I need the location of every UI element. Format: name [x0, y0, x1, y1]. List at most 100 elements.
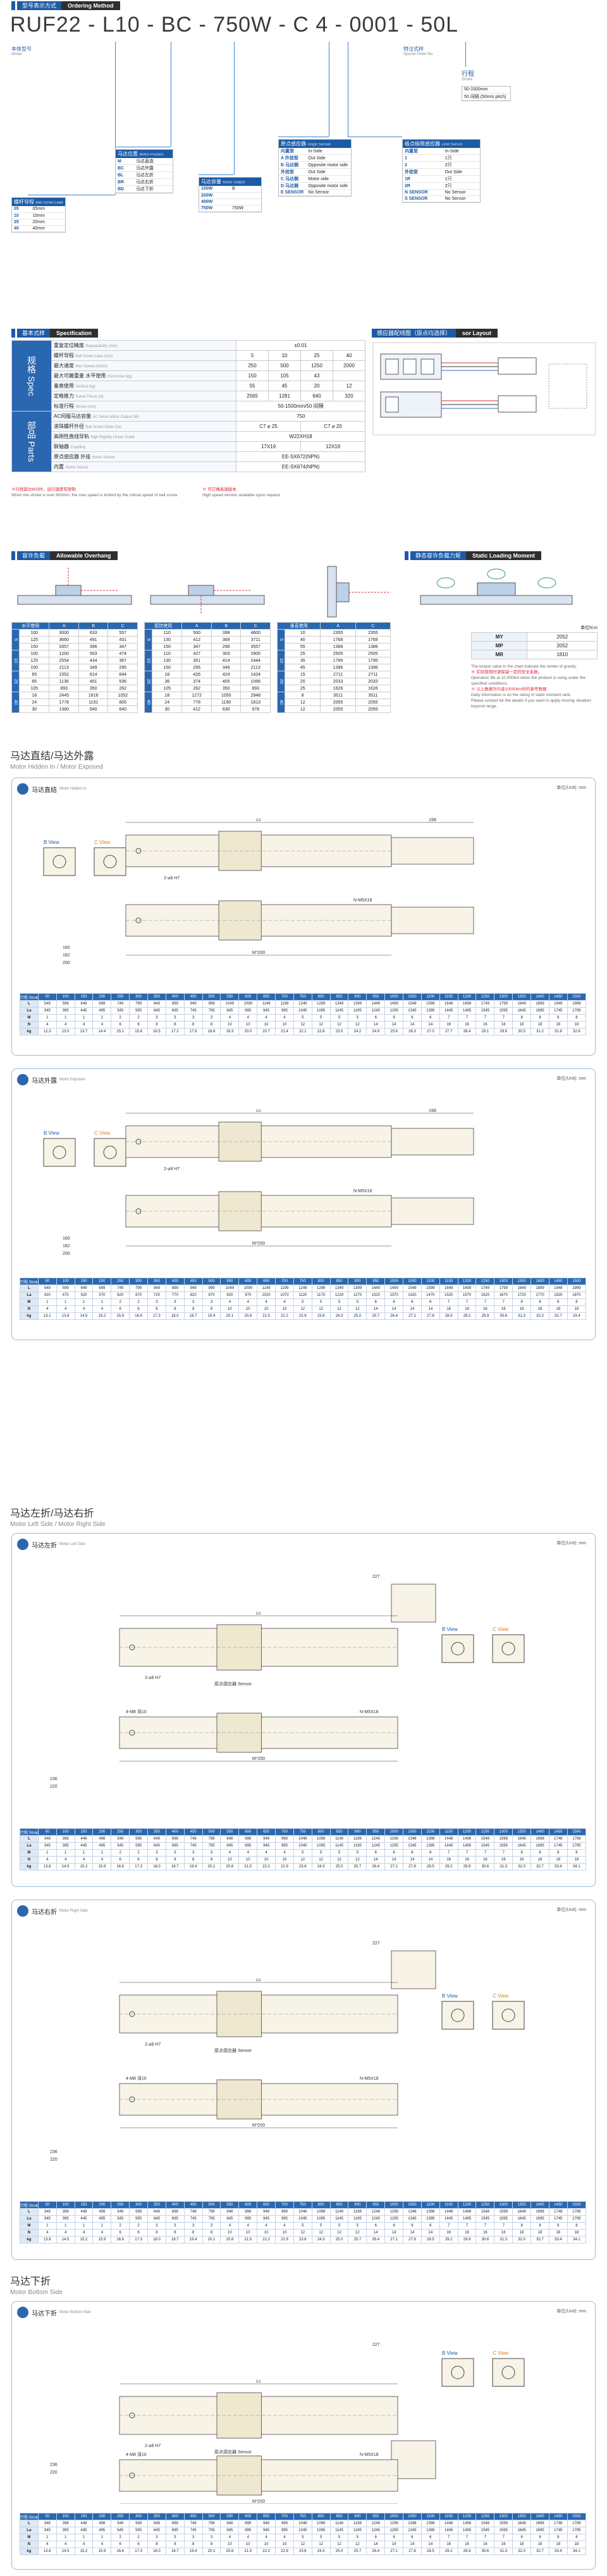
dim-cell: 30.6 [475, 2548, 495, 2555]
dim-header: 600 [238, 2201, 258, 2209]
dim-header: 1100 [420, 2513, 440, 2520]
option-desc: Opposite motor side [306, 161, 351, 169]
overhang-cell: 2505 [355, 650, 391, 657]
dim-cell: 14 [366, 1856, 386, 1864]
dim-cell: 10 [257, 1021, 276, 1029]
dim-cell: 27.1 [403, 1312, 422, 1320]
dim-cell: 10 [275, 2541, 294, 2548]
dim-cell: 920 [220, 1291, 240, 1299]
dim-cell: 22.9 [293, 1312, 312, 1320]
overhang-cell: 893 [240, 685, 271, 692]
dim-cell: 3 [165, 2534, 185, 2541]
dimension-label: Lc [256, 1978, 261, 1982]
dim-cell: 1320 [366, 1291, 386, 1299]
dim-cell: 34.1 [567, 1863, 587, 1871]
c-view-bore [501, 2008, 515, 2022]
dim-cell: 699 [92, 1285, 112, 1292]
dim-cell: 1 [92, 1298, 112, 1306]
dim-cell: 398 [56, 2520, 75, 2527]
dim-cell: 14 [366, 1305, 386, 1313]
dim-row-label: M [20, 2534, 39, 2541]
spec-label-cn: 定格推力 [54, 393, 74, 399]
dim-cell: 16 [475, 1856, 495, 1864]
section-title-en: Motor Bottom Side [10, 2289, 63, 2296]
dim-cell: 7 [457, 2222, 477, 2230]
dim-cell: 14 [384, 1021, 404, 1029]
dim-header: 900 [348, 993, 367, 1001]
lead-title: 螺杆导程 [14, 199, 34, 205]
dim-cell: 5 [329, 2222, 349, 2230]
stroke-box: 50-1500mm 50 间隔 (50mm pitch) [462, 86, 511, 101]
dim-cell: 1595 [494, 2527, 513, 2534]
overhang-cell: 3557 [240, 643, 271, 650]
dim-cell: 395 [56, 1842, 75, 1850]
option-desc: No Sensor [443, 189, 480, 196]
dim-cell: 1 [74, 1014, 94, 1022]
dim-cell: 30.6 [475, 1863, 495, 1871]
dim-cell: 1249 [293, 1000, 312, 1008]
screw-text: 4-M8 深10 [126, 1709, 147, 1714]
limit-sub: Limit Sensor [441, 143, 463, 147]
dim-header: 1050 [403, 1828, 422, 1836]
dim-cell: 14 [384, 1856, 404, 1864]
dim-cell: 548 [111, 2208, 130, 2216]
option-desc: 马达下折 [133, 185, 173, 193]
option-desc: 10mm [30, 212, 65, 219]
dim-cell: 8 [530, 1298, 549, 1306]
section-title-cn: 马达左折/马达右折 [10, 1508, 94, 1519]
dim-row-label: kg [20, 2236, 39, 2243]
dim-cell: 25.7 [366, 1312, 386, 1320]
c-view-bore [501, 1642, 515, 1656]
dim-header: 1200 [457, 993, 477, 1001]
spec-label-en: Ball Screw Outer Dia. [85, 425, 122, 429]
dim-cell: 16.6 [129, 1312, 149, 1320]
dim-cell: 8 [530, 1849, 549, 1857]
dim-cell: 23.5 [329, 1028, 349, 1035]
moment-key: MY [470, 632, 528, 642]
dim-cell: 8 [202, 1856, 221, 1864]
spec-label-cn: 内置 [54, 464, 64, 470]
dim-cell: 1545 [475, 1007, 495, 1015]
dim-cell: 1195 [348, 1007, 367, 1015]
dim-cell: 1 [74, 1298, 94, 1306]
dim-cell: 7 [475, 1298, 495, 1306]
dim-cell: 12 [293, 1856, 312, 1864]
option-desc: 05mm [30, 206, 65, 213]
dim-cell: 27.8 [403, 2236, 422, 2243]
overhang-cell: 100 [18, 650, 50, 657]
dim-cell: 1248 [366, 2520, 386, 2527]
moment-heading-en: Static Loading Moment [466, 551, 542, 560]
c-view-label: C View [493, 2350, 508, 2356]
option-code: 25 [12, 219, 31, 226]
dim-header: 250 [111, 2513, 130, 2520]
dim-cell: 10 [238, 1856, 258, 1864]
dim-text: 220 [50, 1785, 58, 1789]
dim-cell: 945 [257, 1842, 276, 1850]
moment-note: The torque value in the chart indicate t… [471, 664, 577, 669]
dim-cell: 4 [92, 1856, 112, 1864]
overhang-heading-en: Allowable Overhang [50, 551, 118, 560]
dim-cell: 10 [275, 2229, 294, 2237]
screw-callout: 2-⌀8 H7 [145, 2444, 161, 2448]
overhang-cell: 557 [107, 629, 138, 637]
dim-header: 200 [92, 1278, 112, 1285]
dim-cell: 31.3 [494, 1863, 513, 1871]
dim-cell: 799 [129, 1000, 149, 1008]
dim-cell: 2 [111, 2222, 130, 2230]
servo-motor [391, 2440, 436, 2479]
dim-cell: 10 [220, 2229, 240, 2237]
spec-value: 250 [236, 360, 269, 371]
dim-cell: 6 [111, 1305, 130, 1313]
dim-cell: 1570 [457, 1291, 477, 1299]
overhang-cell: 2554 [49, 657, 79, 664]
spec-value: EE-SX674(NPN) [236, 461, 365, 472]
dim-cell: 32.0 [512, 2548, 532, 2555]
dim-cell: 29.2 [439, 2236, 458, 2243]
dim-cell: 398 [56, 2208, 75, 2216]
dim-cell: 3 [165, 1014, 185, 1022]
